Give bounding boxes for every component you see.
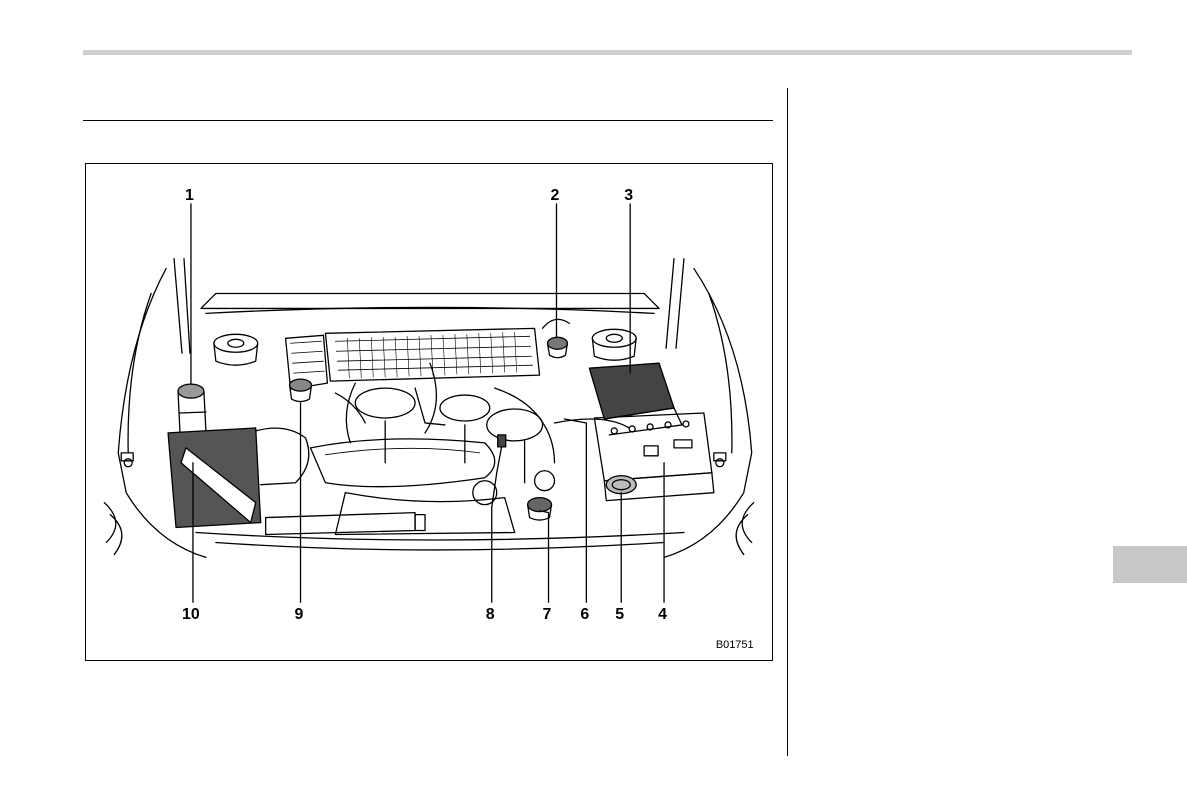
callout-5: 5 xyxy=(615,606,624,623)
callout-10: 10 xyxy=(182,606,200,623)
callout-8: 8 xyxy=(486,606,495,623)
figure-code: B01751 xyxy=(716,639,754,651)
chapter-tab xyxy=(1113,546,1187,583)
column-divider xyxy=(787,88,788,756)
callout-1: 1 xyxy=(185,187,194,204)
engine-compartment-figure: 1 2 3 4 5 6 7 8 9 10 B01751 xyxy=(85,163,773,661)
callout-9: 9 xyxy=(295,606,304,623)
callout-6: 6 xyxy=(580,606,589,623)
callout-4: 4 xyxy=(658,606,667,623)
section-rule xyxy=(83,120,773,121)
engine-illustration: 1 2 3 4 5 6 7 8 9 10 B01751 xyxy=(86,164,772,660)
callout-2: 2 xyxy=(551,187,560,204)
header-rule xyxy=(83,50,1132,55)
callout-7: 7 xyxy=(543,606,552,623)
callout-3: 3 xyxy=(624,187,633,204)
